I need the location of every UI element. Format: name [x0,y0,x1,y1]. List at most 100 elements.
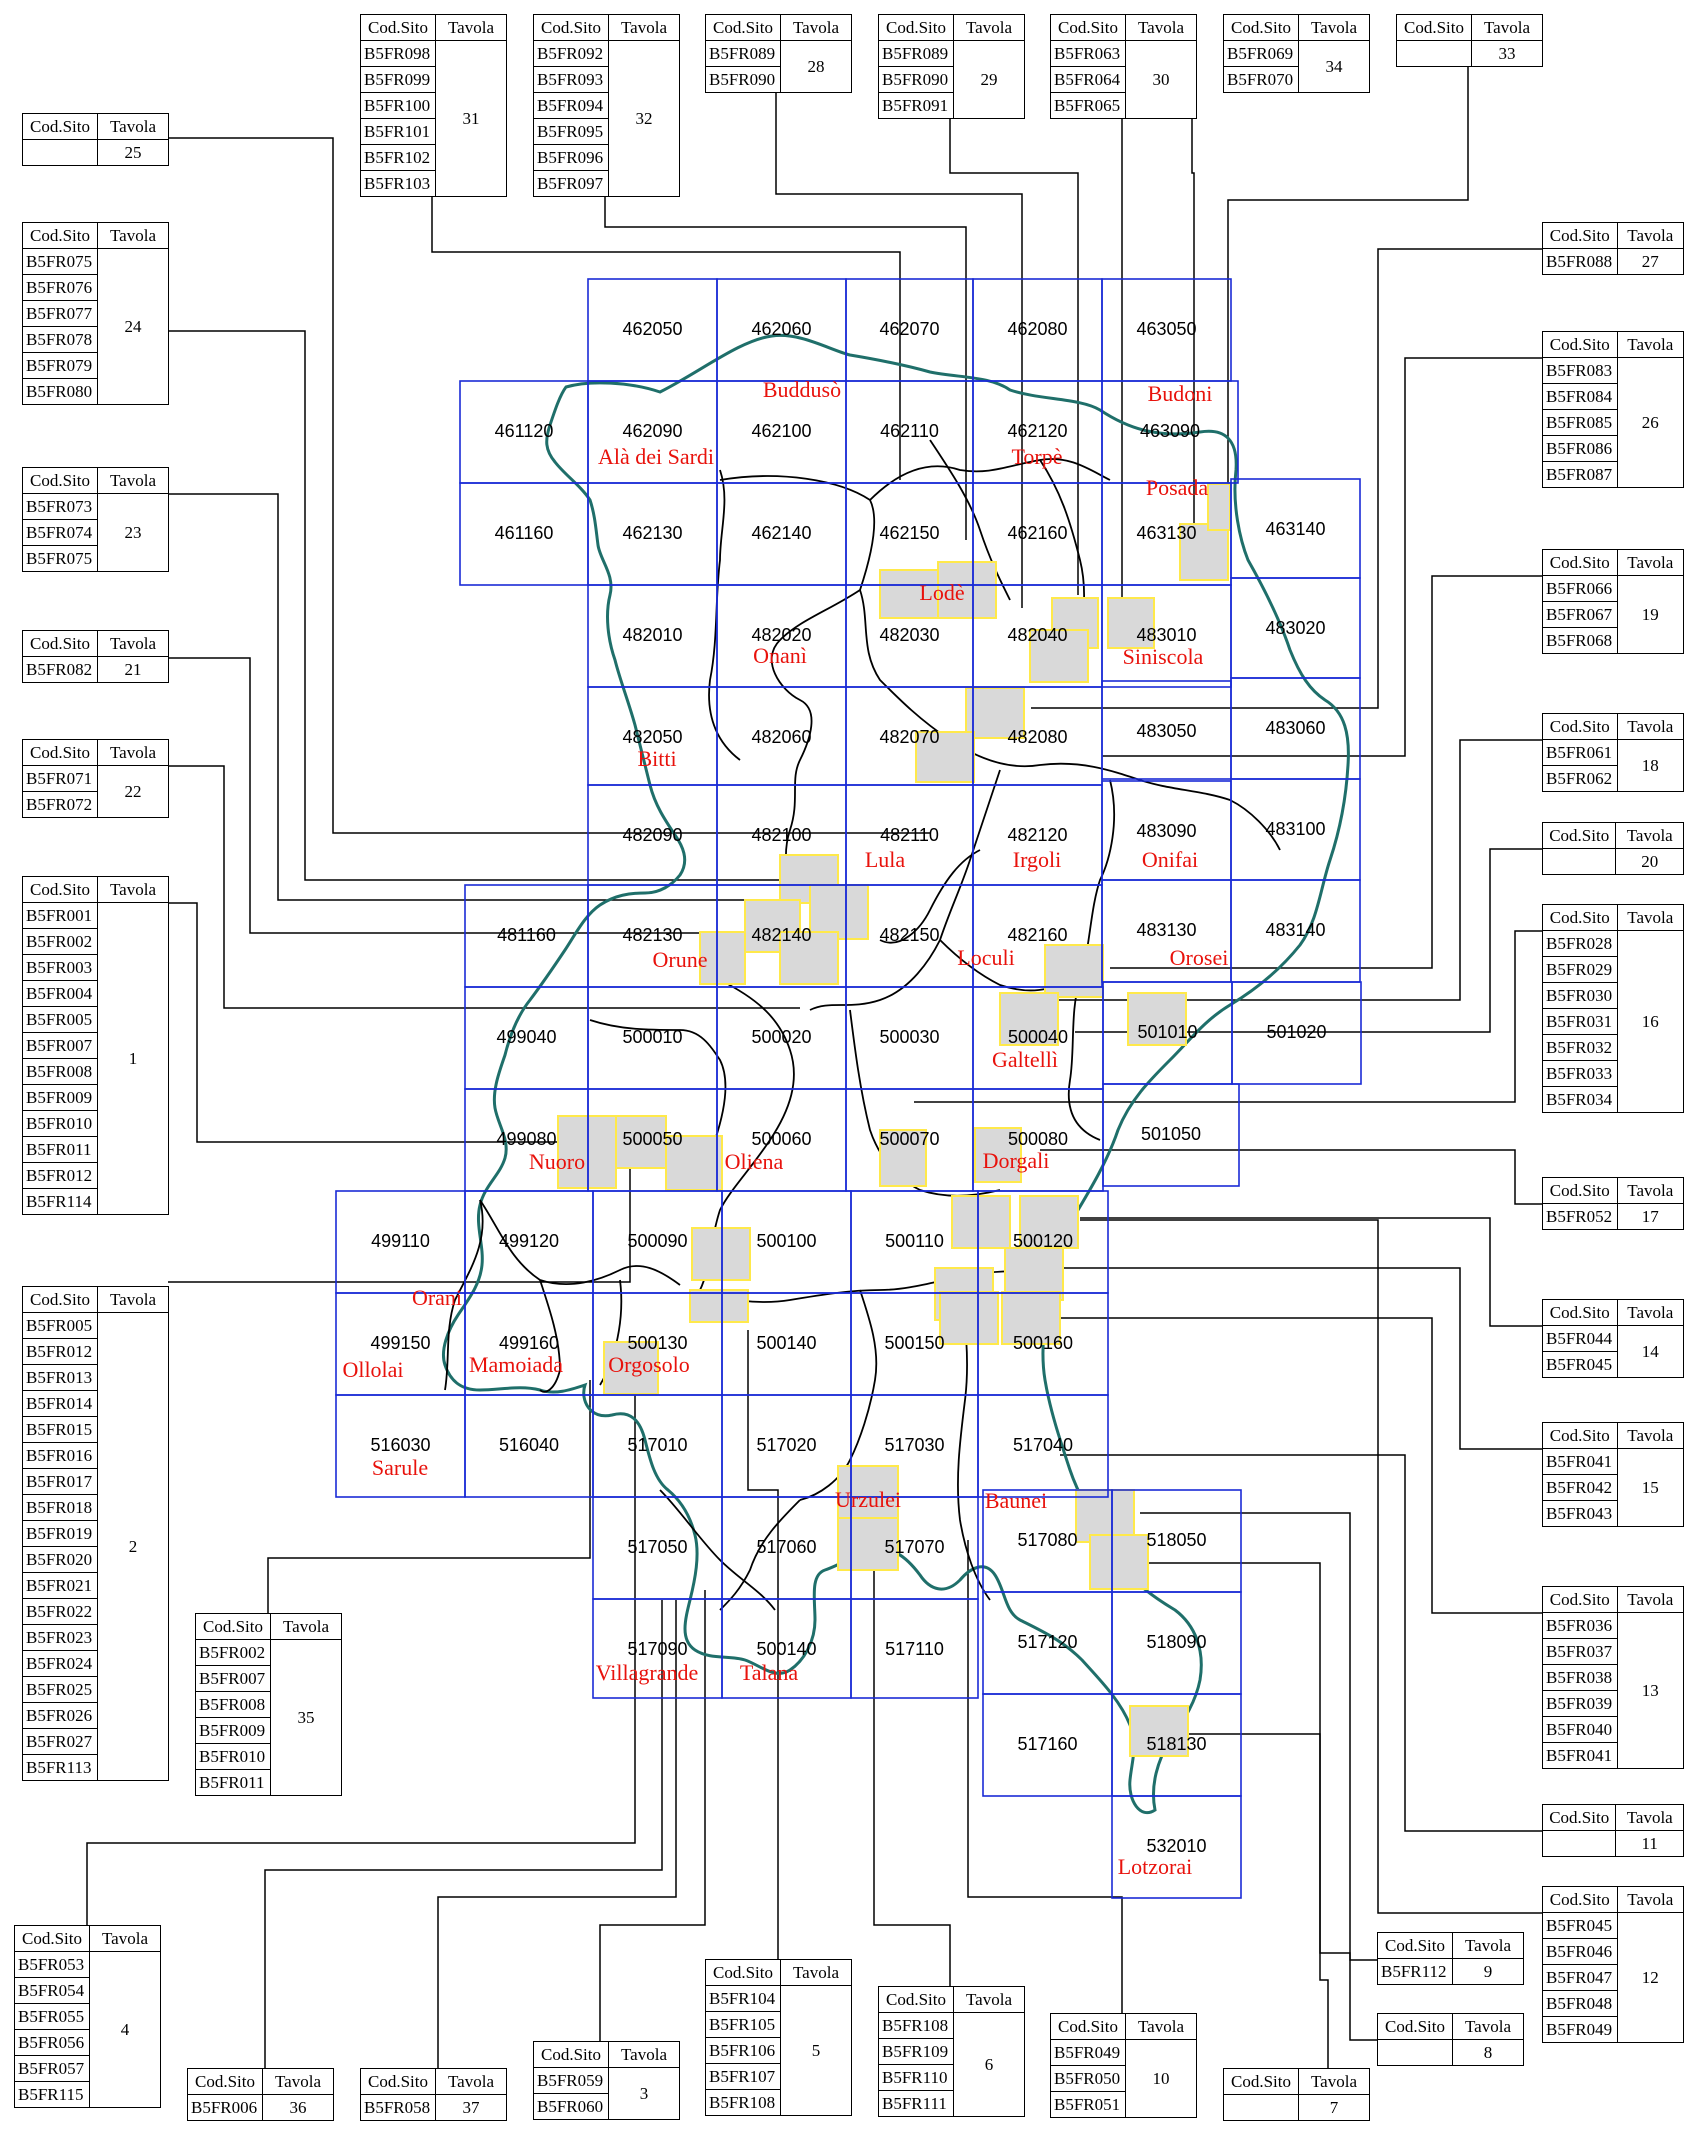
site-code [1377,2039,1453,2066]
header-cod-sito: Cod.Sito [187,2068,263,2095]
table-row: B5FR074 [22,519,169,546]
leader-line [1060,1267,1542,1450]
grid-code-label: 499160 [499,1333,559,1353]
table-row: B5FR046 [1542,1938,1684,1965]
header-cod-sito: Cod.Sito [22,467,98,494]
site-code: B5FR045 [1542,1912,1618,1939]
leader-line [168,330,800,881]
tavola-number: 35 [270,1639,342,1796]
table-row: B5FR062 [1542,765,1684,792]
tavola-number: 1 [97,902,169,1215]
site-code: B5FR011 [22,1136,98,1163]
tavola-number: 16 [1616,930,1684,1113]
table-row: B5FR025 [22,1676,169,1703]
header-cod-sito: Cod.Sito [1542,331,1618,358]
grid-code-label: 516030 [370,1435,430,1455]
table-row: B5FR070 [1223,66,1370,93]
table-row: B5FR010 [22,1110,169,1137]
site-code: B5FR050 [1050,2065,1126,2092]
header-cod-sito: Cod.Sito [1050,2013,1126,2040]
leader-line [1148,1562,1377,2041]
site-code [22,139,98,166]
leader-lines [86,59,1542,2068]
table-row: B5FR022 [22,1598,169,1625]
grid-code-label: 481160 [497,925,556,945]
header-cod-sito: Cod.Sito [1377,1932,1453,1959]
leader-line [168,1140,631,1283]
site-code: B5FR106 [705,2037,781,2064]
grid-code-label: 500150 [884,1333,944,1353]
site-code: B5FR012 [22,1338,98,1365]
leader-line [775,86,1023,608]
leader-line [967,1540,1123,2013]
grid-code-label: 517110 [885,1639,944,1659]
grid-cell [1102,1083,1240,1187]
tavola-number: 37 [435,2094,507,2121]
header-cod-sito: Cod.Sito [360,2068,436,2095]
table-row: B5FR032 [1542,1034,1684,1061]
grid-code-label: 482010 [622,625,682,645]
site-code: B5FR038 [1542,1664,1618,1691]
leader-line [1102,357,1542,757]
header-tavola: Tavola [608,14,680,41]
grid-code-label: 500010 [622,1027,682,1047]
grid-code-label: 482100 [751,825,811,845]
table-row: B5FR065 [1050,92,1197,119]
leader-line [264,1600,663,2068]
table-row: B5FR105 [705,2011,852,2038]
grid-code-label: 482090 [622,825,682,845]
table-row: B5FR008 [22,1058,169,1085]
table-row: B5FR087 [1542,461,1684,488]
grid-code-label: 463130 [1136,523,1196,543]
table-row: B5FR106 [705,2037,852,2064]
table-row: B5FR038 [1542,1664,1684,1691]
site-code: B5FR014 [22,1390,98,1417]
grid-code-label: 482070 [879,727,939,747]
table-row: B5FR115 [14,2081,161,2108]
table-row: B5FR009 [195,1717,342,1744]
header-tavola: Tavola [97,222,169,249]
leader-line [599,1590,706,2041]
site-code: B5FR108 [878,2012,954,2039]
site-code: B5FR040 [1542,1716,1618,1743]
site-code: B5FR041 [1542,1742,1618,1769]
leader-line [1227,59,1469,530]
table-row: B5FR012 [22,1162,169,1189]
site-code: B5FR018 [22,1494,98,1521]
town-label: Dorgali [983,1148,1050,1173]
town-label: Posada [1146,475,1209,500]
grid-code-label: 517070 [884,1537,944,1557]
boundary-line [879,849,981,944]
header-cod-sito: Cod.Sito [1542,549,1618,576]
site-code: B5FR026 [22,1702,98,1729]
tavola-number: 17 [1616,1203,1684,1230]
site-patches [557,483,1231,1757]
header-cod-sito: Cod.Sito [1542,904,1618,931]
tavola-number: 15 [1616,1448,1684,1527]
site-code: B5FR107 [705,2063,781,2090]
leader-line [1080,1219,1542,1914]
grid-code-label: 501020 [1266,1022,1326,1042]
header-cod-sito: Cod.Sito [22,1286,98,1313]
site-code: B5FR042 [1542,1474,1618,1501]
site-code: B5FR034 [1542,1086,1618,1113]
grid-code-label: 516040 [499,1435,559,1455]
header-tavola: Tavola [780,1959,852,1986]
